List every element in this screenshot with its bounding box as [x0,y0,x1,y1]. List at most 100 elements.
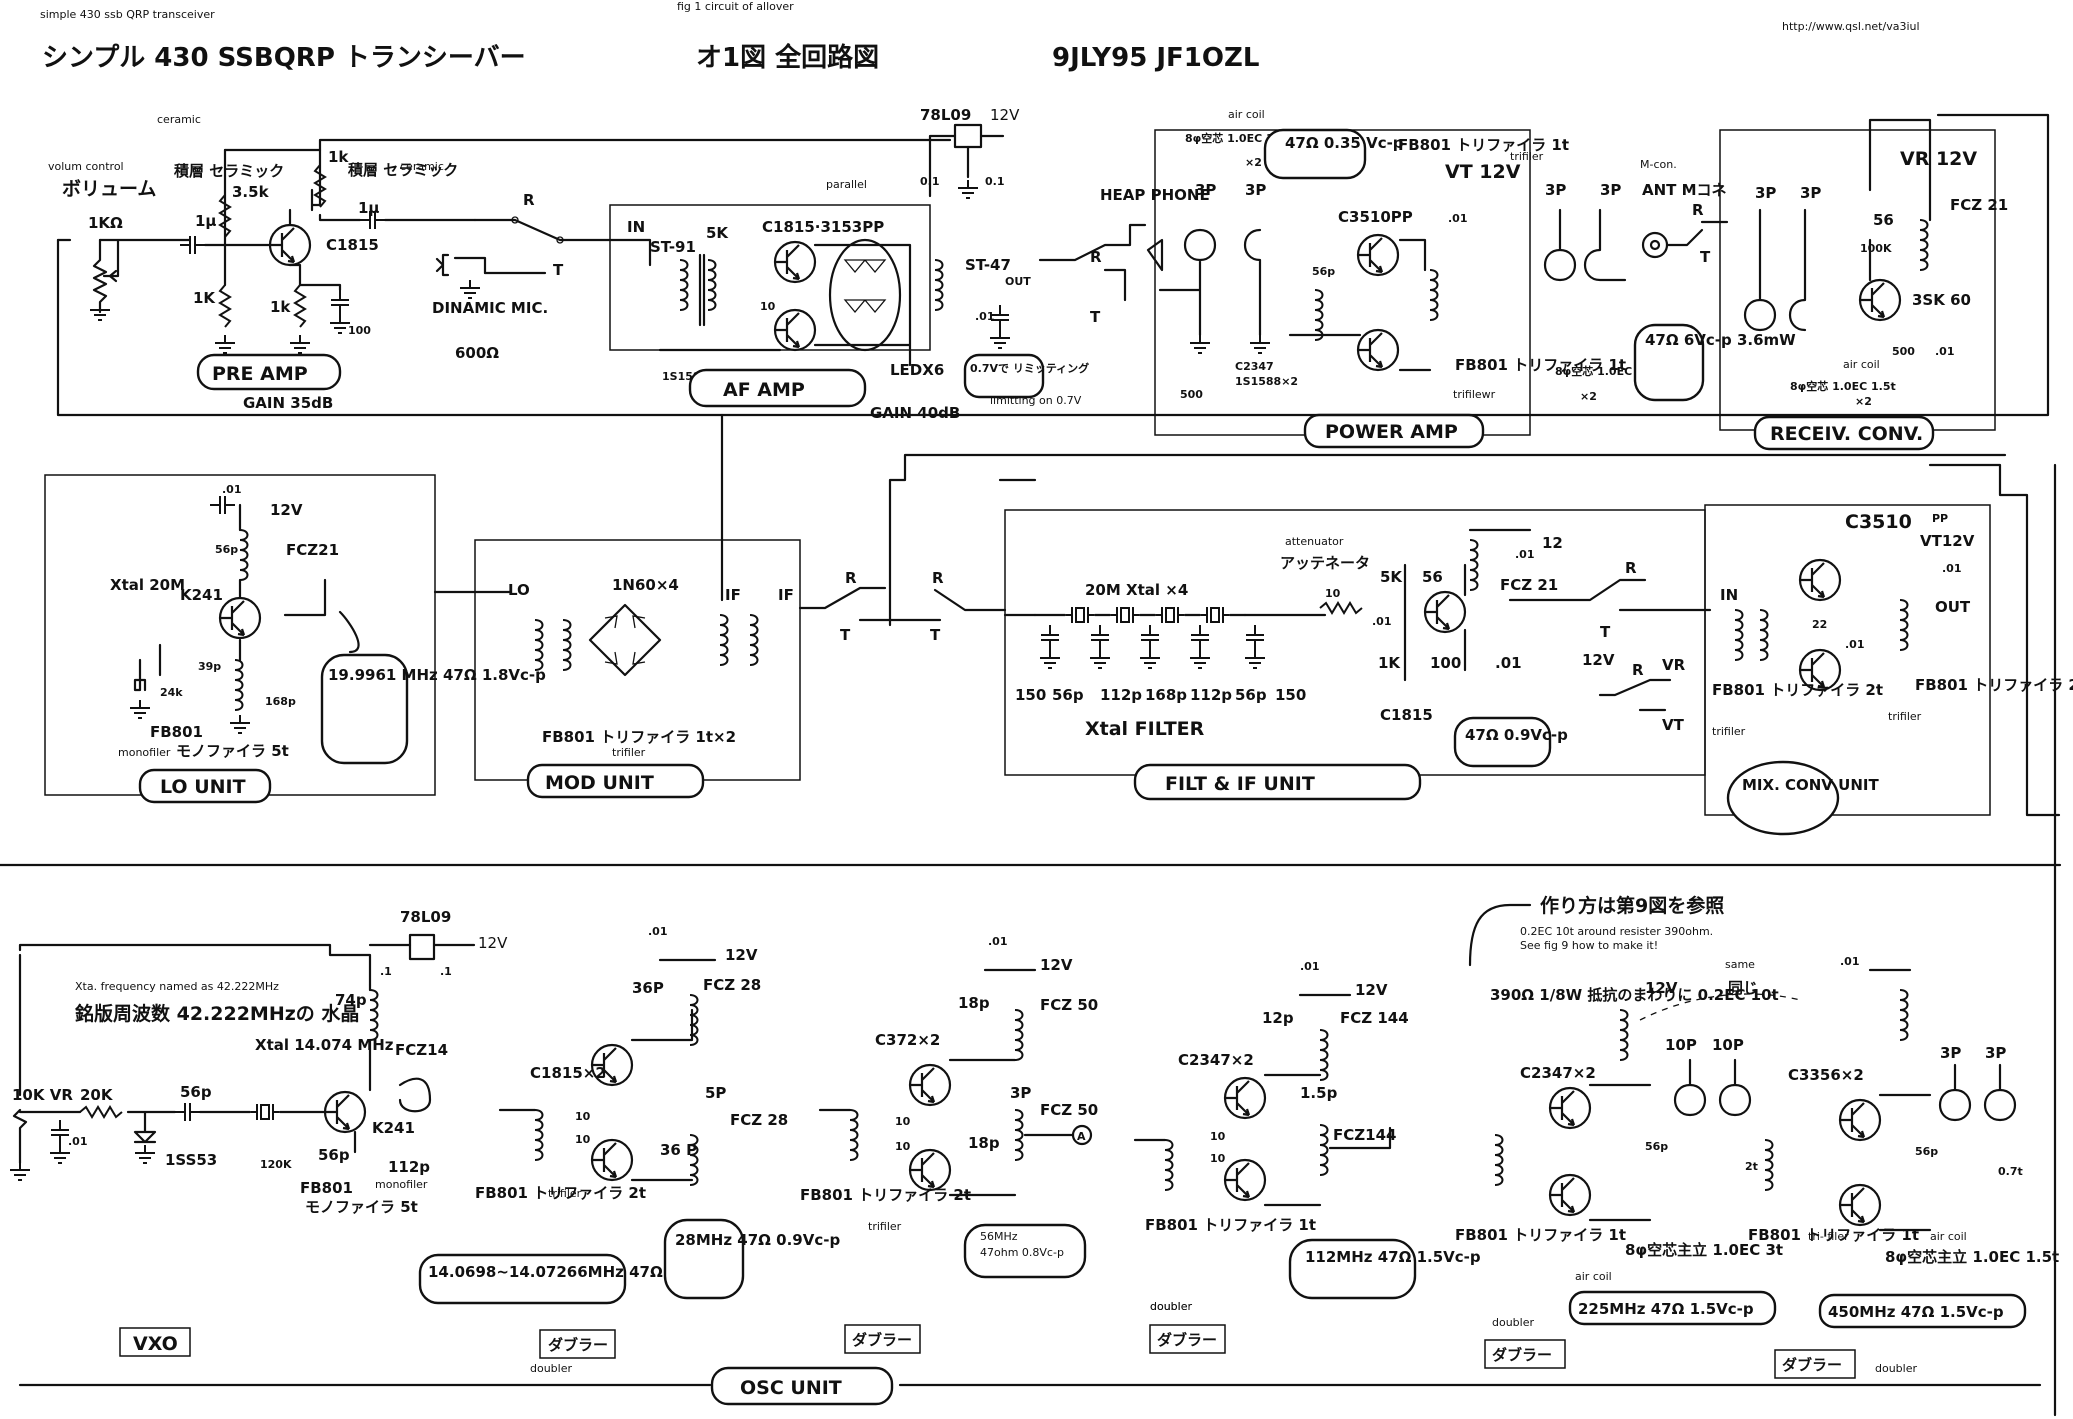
lo-24k: 24k [160,686,183,699]
if-cap-01b: .01 [1495,654,1522,672]
if-c1815: C1815 [1380,706,1433,724]
sw6-r: R [1625,559,1637,577]
osc-k241: K241 [372,1119,415,1137]
header-url: http://www.qsl.net/va3iul [1782,20,1920,33]
rc-x2: ×2 [1855,395,1872,408]
af-transistors: C1815·3153PP [762,218,884,236]
vxo-c01: .01 [68,1135,88,1148]
d3-12p: 12p [1262,1009,1294,1027]
doubler3-box [1149,1324,1226,1354]
if-1k: 1K [1378,654,1401,672]
date-callsign: 9JLY95 JF1OZL [1052,43,1259,73]
doubler4-box [1484,1339,1566,1369]
if-56: 56 [1422,568,1443,586]
unit-mix-conv [1726,760,1840,836]
cap-0.1-a: 0.1 [920,175,940,188]
vxo-120k: 120K [260,1158,292,1171]
rc-3sk60: 3SK 60 [1912,291,1971,309]
sw1-r: R [523,191,535,209]
d2-trifiler: trifiler [868,1220,902,1233]
wire [608,238,652,267]
d3-out-note: 112MHz 47Ω 1.5Vc-p [1305,1248,1481,1266]
lo-out-note: 19.9961 MHz 47Ω 1.8Vc-p [328,666,546,684]
if-12: 12 [1542,534,1563,552]
if-wiring [1403,528,1532,682]
sw3-t: T [1700,248,1711,266]
mic-type: DINAMIC MIC. [432,299,548,317]
d2-out-a: 56MHz [980,1230,1018,1243]
doubler1-label: ダブラー [548,1336,608,1354]
rc-wiring [1744,118,1932,332]
vxo-monofiler: monofiler [375,1178,428,1191]
d1-fb801: FB801 トリファイラ 2t [475,1184,646,1202]
switch-2 [1038,223,1147,262]
power-amp-label: POWER AMP [1325,421,1458,443]
d5-c01: .01 [1840,955,1860,968]
sw1-t: T [553,261,564,279]
microphone [435,253,487,277]
d4-out-note: 225MHz 47Ω 1.5Vc-p [1578,1300,1754,1318]
mix-trifiler-b: trifiler [1888,710,1922,723]
vxo-link [398,1077,432,1113]
volume-label-en: volum control [48,160,124,173]
ant-label: ANT Mコネ [1642,181,1727,199]
vxo-vr [12,1108,28,1165]
d3-10a: 10 [1210,1130,1226,1143]
pre-wire-2 [223,148,322,287]
xtal-freq-jp: 銘版周波数 42.222MHzの 水晶 [75,1002,359,1025]
d5-out-note: 450MHz 47Ω 1.5Vc-p [1828,1303,2004,1321]
cap-150b: 150 [1275,686,1306,704]
how-to-note-en-2: See fig 9 how to make it! [1520,939,1658,952]
unit-pre-amp [196,353,342,391]
mod-unit-label: MOD UNIT [545,772,654,794]
vxo-56p-b: 56p [318,1146,350,1164]
pa-out-note-box [1633,323,1705,402]
r-1k-d: 1k [270,298,291,316]
d2-10b: 10 [895,1140,911,1153]
sw5-t: T [930,626,941,644]
lo-k241: K241 [180,586,223,604]
reg-wire [928,134,1005,198]
pa-in-note-box [1263,128,1367,180]
cap-74p: 74p [335,991,367,1009]
d5-0.7t: 0.7t [1998,1165,2023,1178]
mod-fb801: FB801 トリファイラ 1t×2 [542,728,736,746]
rc-500: 500 [1892,345,1915,358]
osc-c2: .1 [440,965,452,978]
d4-10pb: 10P [1712,1036,1744,1054]
sw6-t: T [1600,623,1611,641]
pa-c2347: C2347 [1235,360,1274,373]
d3-10b: 10 [1210,1152,1226,1165]
doubler3-label: ダブラー [1157,1331,1217,1349]
d4-12v: 12V [1645,979,1678,997]
pa-vt: VT 12V [1445,161,1521,183]
vxo-1ss53: 1SS53 [165,1151,217,1169]
pa-air-coil-jp: 8φ空芯 1.0EC 1.5t [1185,131,1291,145]
top-outer-wire [56,113,2061,817]
mix-c01: .01 [1942,562,1962,575]
lo-monofiler: monofiler [118,746,171,759]
d5-air: air coil [1930,1230,1967,1243]
d4-tank [1588,1058,1751,1222]
sw7-r: R [1632,661,1644,679]
vxo-wiring [18,1110,327,1144]
fb801-pa-label: FB801 トリファイラ 1t [1398,136,1569,154]
d2-fb801: FB801 トリファイラ 2t [800,1186,971,1204]
d1-10a: 10 [575,1110,591,1123]
d1-10b: 10 [575,1133,591,1146]
d1-trifiler: trifiler [548,1187,582,1200]
vxo-56p: 56p [180,1083,212,1101]
d2-wiring [818,968,1075,1197]
rc-100k: 100K [1860,242,1892,255]
d1-wiring [498,958,717,1182]
switch-4 [798,586,942,622]
d3-c2347: C2347×2 [1178,1051,1254,1069]
d1-c01: .01 [648,925,668,938]
d2-point-a: A [1077,1130,1086,1143]
switch-7 [1598,678,1672,712]
d1-36pb: 36 P [660,1141,697,1159]
mid-top-bus [888,453,2007,627]
cap-1u-b: 1μ [358,199,379,217]
d4-air-jp: 8φ空芯主立 1.0EC 3t [1625,1241,1783,1259]
af-out: OUT [1005,275,1031,288]
